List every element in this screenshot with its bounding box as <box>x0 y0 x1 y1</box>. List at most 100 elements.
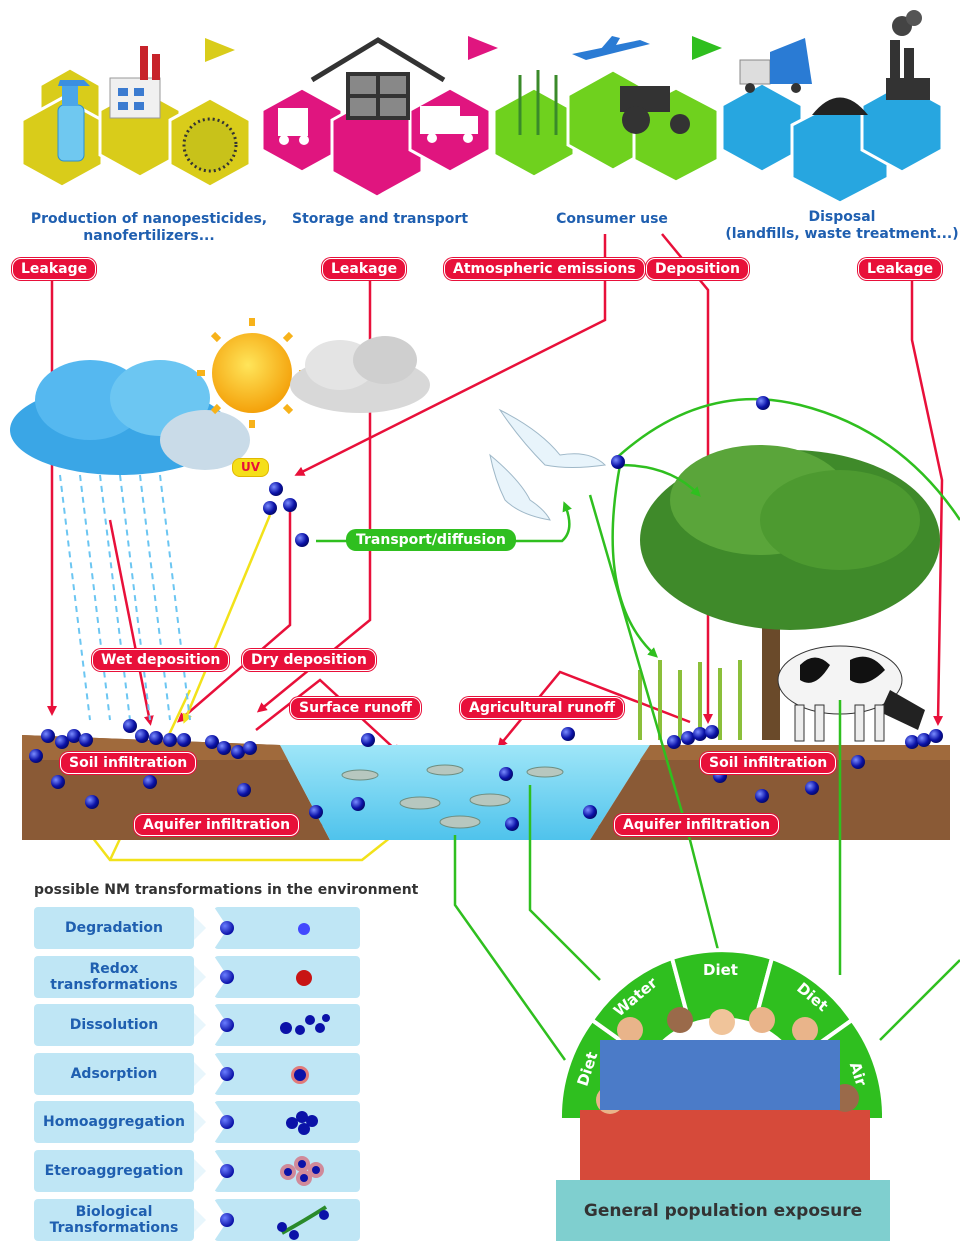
leakage-disposal-line <box>910 276 944 726</box>
nanoparticle-icon <box>220 1115 234 1129</box>
water-exposure-line <box>528 785 601 981</box>
stage-consumer-label: Consumer use <box>556 211 668 227</box>
forklift-icon <box>278 108 309 145</box>
air-arc-line <box>611 398 960 521</box>
agricultural-runoff-line <box>497 670 691 749</box>
flow-arrow-2 <box>468 36 498 60</box>
arrow-right-icon <box>194 965 206 989</box>
stage-storage-label: Storage and transport <box>291 211 469 227</box>
sun-icon <box>197 318 307 428</box>
diet-fish-line <box>453 835 567 1061</box>
arrow-right-icon <box>194 1013 206 1037</box>
corn-field <box>638 660 742 740</box>
agricultural-runoff-tag: Agricultural runoff <box>460 697 625 719</box>
nanoparticle-icon <box>220 1018 234 1032</box>
surface-runoff-tag: Surface runoff <box>290 697 421 719</box>
tree-icon <box>640 445 940 740</box>
flow-arrow-3 <box>692 36 722 60</box>
deposition-tag: Deposition <box>646 258 749 280</box>
corn-icon <box>518 70 558 135</box>
exposure-route-diet-2: Diet <box>703 961 738 979</box>
transport-diffusion-line <box>316 501 572 543</box>
truck-icon <box>420 106 478 143</box>
arrow-right-icon <box>194 1110 206 1134</box>
aquifer-infiltration-right-tag: Aquifer infiltration <box>614 814 780 836</box>
nanoparticle-icon <box>220 970 234 984</box>
flow-arrow-1 <box>205 38 235 62</box>
surface-runoff-line <box>255 678 401 755</box>
garbage-truck-icon <box>739 38 812 93</box>
people-group-icon <box>580 1007 870 1182</box>
transformations-title: possible NM transformations in the envir… <box>34 882 419 898</box>
bird-icon <box>489 408 607 521</box>
stage-disposal-label: Disposal (landfills, waste treatment...) <box>724 209 960 243</box>
nanoparticle-cluster-icon <box>182 117 238 173</box>
arrow-right-icon <box>194 916 206 940</box>
transformation-label: Degradation <box>34 907 194 949</box>
dry-deposition-tag: Dry deposition <box>242 649 376 671</box>
cloud-icon <box>290 336 430 413</box>
transformation-label: Dissolution <box>34 1004 194 1046</box>
aquifer-infiltration-left-tag: Aquifer infiltration <box>134 814 300 836</box>
nanoparticle-icon <box>220 921 234 935</box>
spray-bottle-icon <box>57 80 90 162</box>
warehouse-icon <box>310 37 446 120</box>
arrow-right-icon <box>194 1159 206 1183</box>
nanoparticle-icon <box>220 1213 234 1227</box>
uv-tag: UV <box>232 458 270 477</box>
transformation-label: Eteroaggregation <box>34 1150 194 1192</box>
waste-pile-icon <box>812 97 868 115</box>
nanoparticle-icon <box>220 1067 234 1081</box>
arrow-right-icon <box>194 1062 206 1086</box>
heteroaggregate-icon <box>280 1156 324 1186</box>
oxidized-particle-icon <box>296 970 312 986</box>
uv-to-soil-line <box>182 514 272 724</box>
bird-to-field-line <box>611 464 658 658</box>
transformation-row-biological: Biological Transformations <box>34 1199 360 1241</box>
transformation-row-redox: Redox transformations <box>34 956 360 998</box>
soil-infiltration-left-tag: Soil infiltration <box>60 752 197 774</box>
tractor-icon <box>620 86 690 134</box>
transport-diffusion-tag: Transport/diffusion <box>346 529 516 551</box>
transformation-label: Adsorption <box>34 1053 194 1095</box>
transformation-result <box>214 1053 360 1095</box>
bird-to-tree-line <box>619 463 701 497</box>
dry-deposition-line <box>176 510 292 723</box>
soil-infiltration-right-tag: Soil infiltration <box>700 752 837 774</box>
leakage-production-tag: Leakage <box>12 258 97 280</box>
transformation-label: Homoaggregation <box>34 1101 194 1143</box>
wet-deposition-tag: Wet deposition <box>92 649 230 671</box>
rain-cloud-icon <box>10 360 250 475</box>
transformation-result <box>214 956 360 998</box>
adsorbed-particle-icon <box>291 1066 309 1084</box>
general-population-exposure-label: General population exposure <box>556 1180 890 1241</box>
degraded-particle-icon <box>298 923 310 935</box>
stage-production-label: Production of nanopesticides, nanofertil… <box>30 211 268 244</box>
biological-transformation-icon <box>277 1205 329 1240</box>
rain-lines <box>59 474 191 721</box>
transformation-row-dissolution: Dissolution <box>34 1004 360 1046</box>
factory-icon <box>109 46 161 119</box>
diet-crop-line <box>588 494 720 951</box>
air-exposure-line <box>879 959 960 1041</box>
dissolved-particles-icon <box>280 1014 330 1035</box>
transformation-result <box>214 1199 360 1241</box>
arrow-right-icon <box>194 1208 206 1232</box>
transformation-row-degradation: Degradation <box>34 907 360 949</box>
transformation-label: Biological Transformations <box>34 1199 194 1241</box>
cow-icon <box>777 645 925 742</box>
transformation-label: Redox transformations <box>34 956 194 998</box>
nanoparticles <box>29 396 943 831</box>
incinerator-icon <box>886 10 930 100</box>
leakage-disposal-tag: Leakage <box>858 258 943 280</box>
transformation-row-eteroaggregation: Eteroaggregation <box>34 1150 360 1192</box>
transformation-result <box>214 907 360 949</box>
transformation-row-adsorption: Adsorption <box>34 1053 360 1095</box>
stage-disposal-title: Disposal <box>808 209 876 225</box>
transformation-row-homoaggregation: Homoaggregation <box>34 1101 360 1143</box>
plane-icon <box>572 36 650 60</box>
nanoparticle-icon <box>220 1164 234 1178</box>
leakage-storage-tag: Leakage <box>322 258 407 280</box>
fish-icon <box>341 764 564 829</box>
